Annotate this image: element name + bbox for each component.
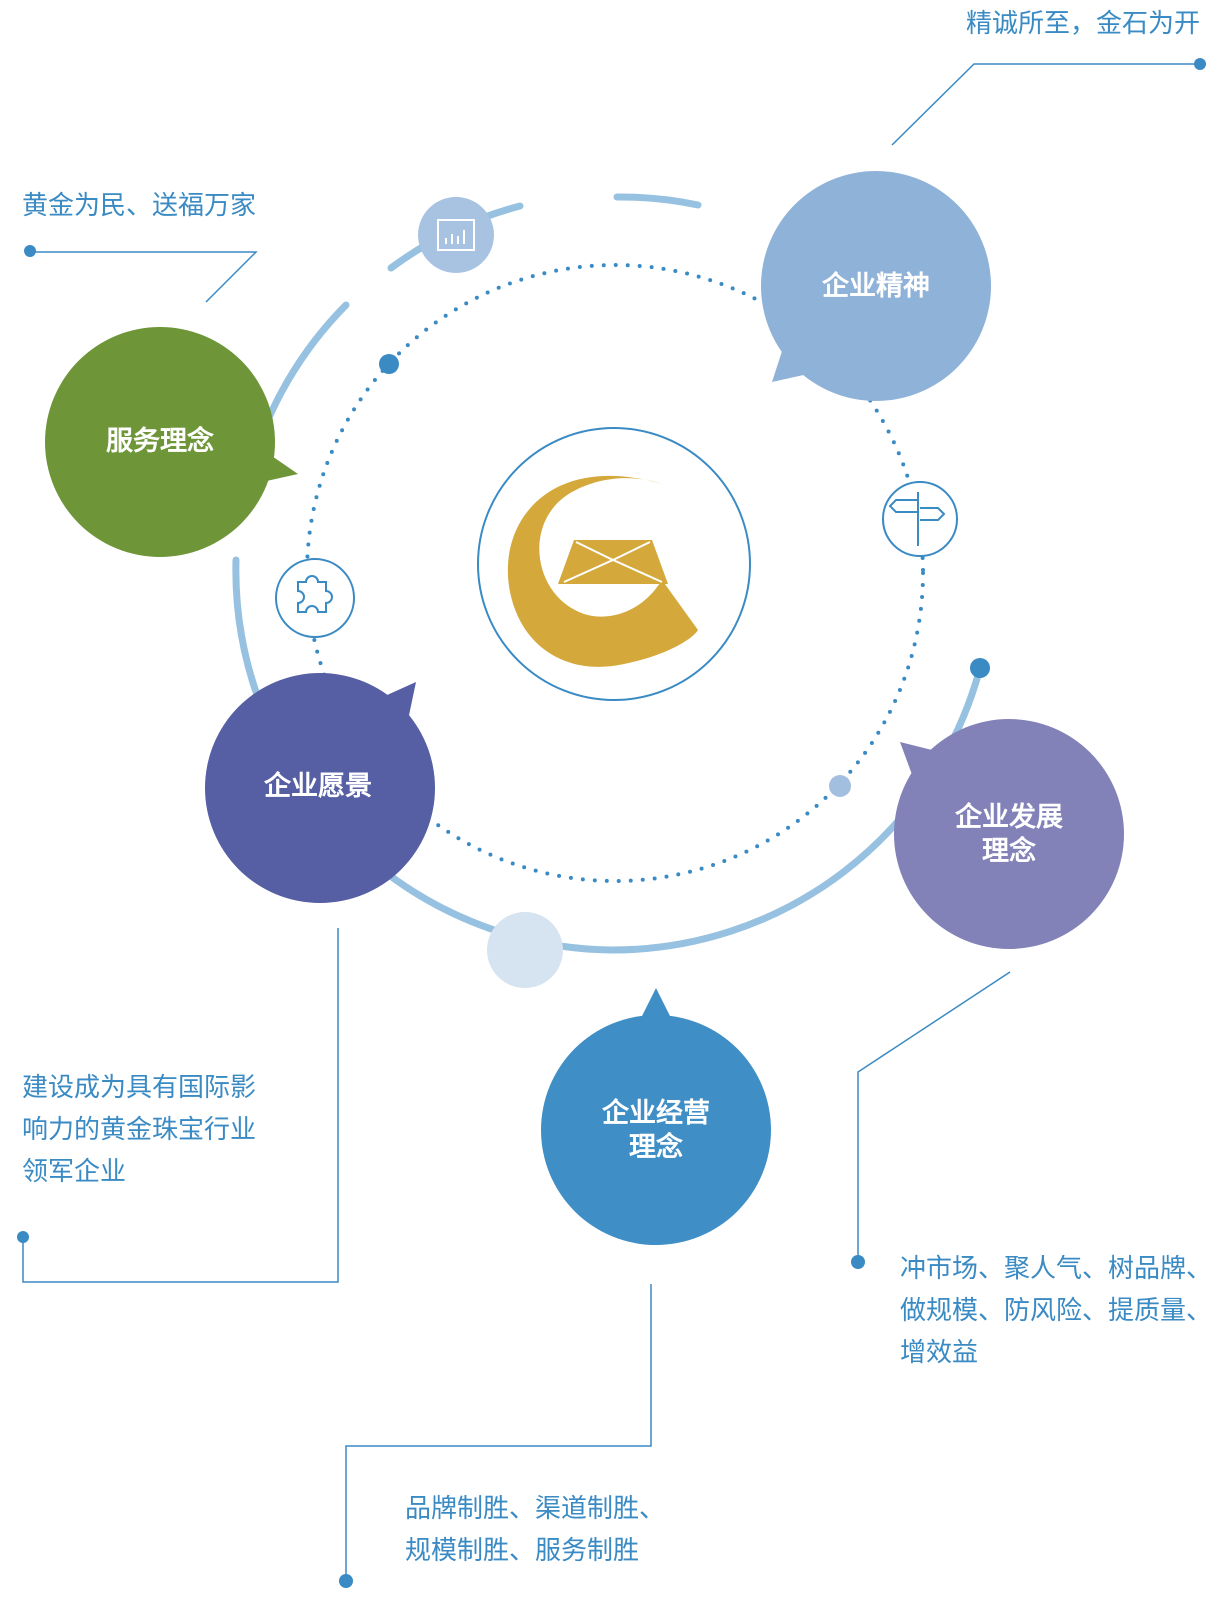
ring-dot bbox=[829, 775, 851, 797]
operation-text: 品牌制胜、渠道制胜、 规模制胜、服务制胜 bbox=[405, 1488, 665, 1572]
development-text-line: 做规模、防风险、提质量、 bbox=[900, 1296, 1213, 1326]
development-bubble bbox=[894, 719, 1124, 949]
service-text: 黄金为民、送福万家 bbox=[22, 191, 257, 221]
development-text-line: 增效益 bbox=[900, 1338, 979, 1368]
development-text-line: 冲市场、聚人气、树品牌、 bbox=[900, 1254, 1213, 1284]
vision-text-line: 响力的黄金珠宝行业 bbox=[22, 1115, 257, 1145]
connectors bbox=[22, 63, 1200, 1581]
operation-title: 企业经营 理念 bbox=[556, 1097, 756, 1165]
operation-text-line: 品牌制胜、渠道制胜、 bbox=[405, 1494, 666, 1524]
development-text: 冲市场、聚人气、树品牌、 做规模、防风险、提质量、 增效益 bbox=[900, 1248, 1212, 1374]
puzzle-icon bbox=[275, 558, 355, 638]
spirit-bubble bbox=[761, 171, 991, 401]
operation-title-line: 企业经营 bbox=[602, 1098, 710, 1129]
ring-dot bbox=[970, 658, 990, 678]
operation-text-line: 规模制胜、服务制胜 bbox=[405, 1536, 640, 1566]
vision-title: 企业愿景 bbox=[264, 771, 372, 802]
vision-text: 建设成为具有国际影 响力的黄金珠宝行业 领军企业 bbox=[22, 1067, 256, 1193]
development-title-line: 理念 bbox=[982, 836, 1036, 867]
development-title: 企业发展 理念 bbox=[909, 801, 1109, 869]
service-connector bbox=[30, 251, 258, 303]
operation-title-line: 理念 bbox=[629, 1132, 683, 1163]
spirit-title: 企业精神 bbox=[822, 271, 930, 302]
vision-text-line: 建设成为具有国际影 bbox=[22, 1073, 257, 1103]
operation-connector bbox=[345, 1284, 652, 1581]
ring-dot bbox=[379, 354, 399, 374]
inner-dotted-ring bbox=[305, 263, 925, 883]
development-connector bbox=[857, 971, 1011, 1262]
bar-chart-icon bbox=[418, 197, 494, 273]
gold-logo bbox=[477, 427, 751, 701]
vision-bubble bbox=[205, 673, 435, 903]
vision-text-line: 领军企业 bbox=[22, 1157, 127, 1187]
spirit-connector bbox=[891, 63, 1200, 146]
development-title-line: 企业发展 bbox=[955, 802, 1063, 833]
signpost-icon bbox=[882, 481, 958, 557]
vision-connector bbox=[22, 928, 339, 1283]
service-title: 服务理念 bbox=[106, 426, 214, 457]
operation-bubble bbox=[541, 988, 771, 1245]
service-bubble bbox=[45, 327, 298, 557]
ring-dot bbox=[487, 912, 563, 988]
connector-dots bbox=[17, 58, 1206, 1588]
spirit-text: 精诚所至，金石为开 bbox=[966, 9, 1201, 39]
